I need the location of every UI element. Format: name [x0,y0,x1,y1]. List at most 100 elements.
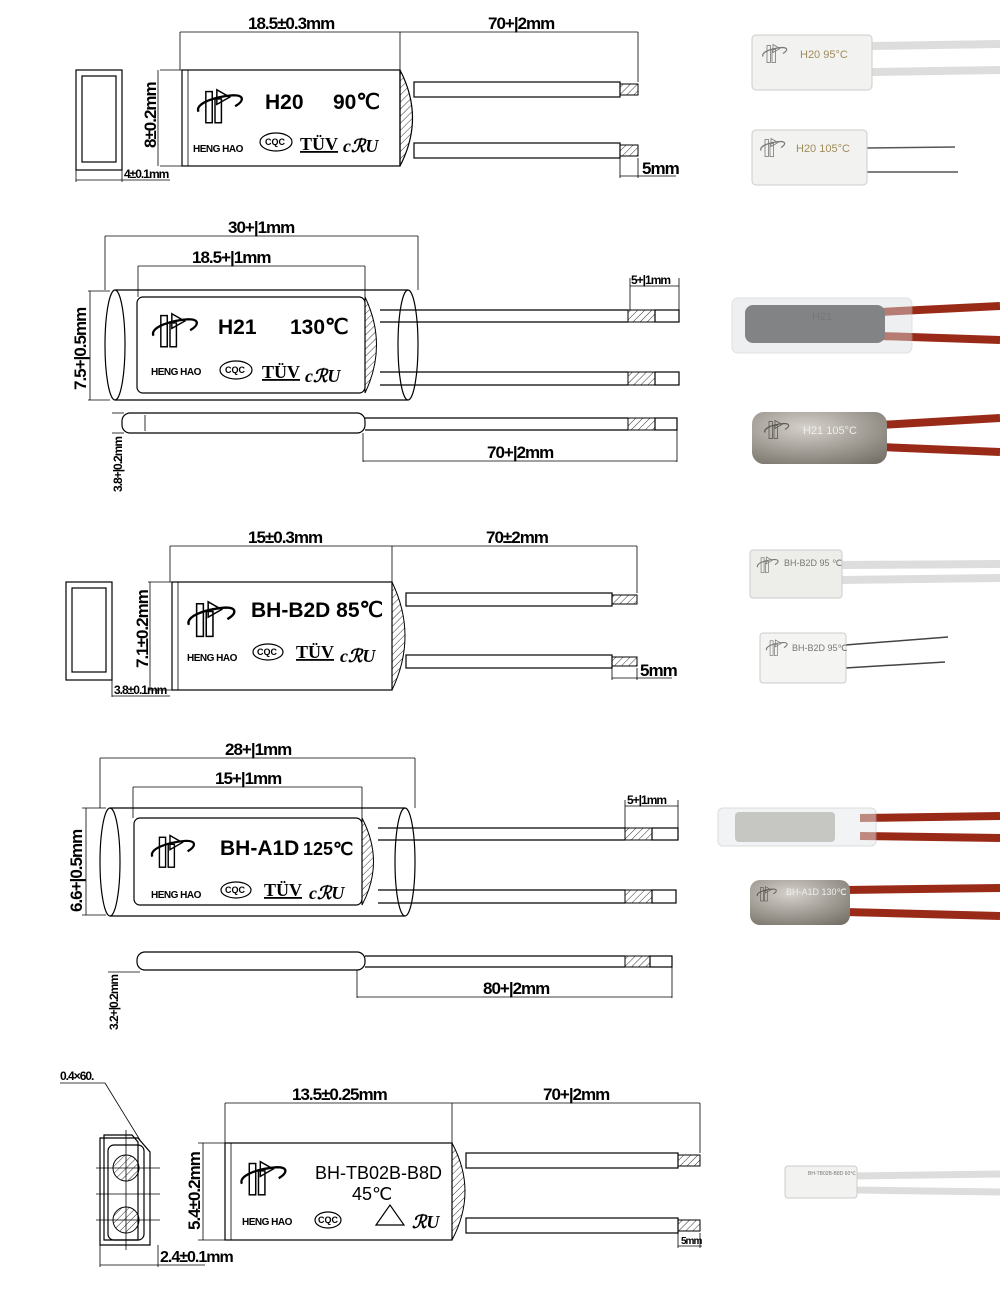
drawing-bh-b2d: 3.8±0.1mm 7.1±0.2mm 15±0.3mm 70±2mm HENG… [65,528,679,697]
thickness-label: 2.4±0.1mm [160,1249,233,1266]
thickness-label: 3.8+|0.2mm [111,437,125,492]
tuv-mark: TÜV [296,642,334,662]
lead-wires: 5mm [413,81,681,178]
terminal-length-label: 5+|1mm [631,273,670,287]
thermostat-body: HENG HAO BH-B2D 85℃ CQC TÜV cℛU [171,581,406,691]
heat-shrink-sleeve [99,807,416,917]
product-photo-h21-sleeved: H21 [731,297,1000,354]
model-label: H20 [265,91,304,114]
lead-wires: 5mm [465,1152,703,1248]
tuv-mark: TÜV [300,134,338,154]
temperature-label: 130℃ [290,316,349,339]
body-length-label: 15±0.3mm [248,528,323,547]
product-photo-h21-105: H21 105°C [752,412,1000,464]
cqc-mark-icon [252,643,284,661]
photo-label: H20 105°C [796,143,850,155]
brand-label: HENG HAO [151,890,202,901]
product-photo-h20-105: H20 105°C [751,129,958,186]
product-photo-bh-b2d-95: BH-B2D 95 ℃ [749,549,1000,599]
body-length-label: 18.5±0.3mm [248,14,335,33]
brand-label: HENG HAO [242,1217,293,1228]
lead-length-label: 70+|2mm [487,443,554,462]
strip-length-label: 5mm [640,661,678,680]
side-view: 80+|2mm 3.2+|0.2mm [107,951,673,1030]
photo-label: H21 [812,311,832,323]
strip-length-label: 5mm [681,1236,702,1247]
photo-label: H21 105°C [803,425,857,437]
tuv-mark: TÜV [262,362,300,382]
henghao-logo [196,88,243,124]
product-photo-bh-a1d-130: BH-A1D 130℃ [750,880,1000,925]
body-length-label: 18.5+|1mm [192,248,271,267]
height-label: 7.1±0.2mm [133,589,152,668]
cqc-mark-text: CQC [225,885,246,895]
henghao-logo [150,834,196,869]
model-label: BH-B2D 85℃ [251,599,383,622]
cqc-mark-text: CQC [257,647,278,657]
photo-label: BH-B2D 95℃ [792,643,848,653]
model-label: H21 [218,316,257,339]
lead-wires: 5+|1mm [380,273,680,386]
photo-label: BH-B2D 95 ℃ [784,558,842,568]
model-label: BH-TB02B-B8D [315,1163,442,1183]
photo-label: BH-TB02B-B8D 60℃ [808,1171,856,1177]
ur-mark: cℛU [309,883,345,903]
thickness-label: 3.2+|0.2mm [107,975,121,1030]
tuv-mark: TÜV [264,880,302,900]
cqc-mark-icon [219,360,253,380]
ur-mark: cℛU [343,136,379,156]
thickness-label: 4±0.1mm [124,167,169,181]
drawing-bh-tb02b-b8d: 0.4×60. 2.4±0.1mm 5.4±0.2mm 13.5±0.25mm … [60,1069,703,1267]
cqc-mark-icon [314,1211,342,1229]
vde-mark-icon [374,1203,406,1226]
lead-length-label: 70+|2mm [543,1085,610,1104]
cqc-mark-text: CQC [318,1215,339,1225]
height-label: 8±0.2mm [141,81,160,148]
height-label: 5.4±0.2mm [185,1151,204,1230]
product-photo-bh-b2d-95-thin: BH-B2D 95℃ [759,632,949,684]
lead-wires: 5mm [405,592,679,680]
model-label: BH-A1D [220,837,299,860]
height-label: 6.6+|0.5mm [67,829,86,912]
thermostat-body: HENG HAO BH-TB02B-B8D 45℃ CQC ℛU [224,1142,466,1241]
height-label: 7.5+|0.5mm [71,307,90,390]
lead-length-label: 80+|2mm [483,979,550,998]
henghao-logo [187,600,236,638]
side-view: 70+|2mm 3.8+|0.2mm [111,412,678,492]
temperature-label: 125℃ [303,839,353,859]
photo-label: BH-A1D 130℃ [786,887,847,897]
cqc-mark-text: CQC [225,365,246,375]
brand-label: HENG HAO [151,367,202,378]
ur-mark: ℛU [412,1212,440,1232]
end-view: 2.4±0.1mm [96,1130,234,1267]
ur-mark: cℛU [340,646,376,666]
lead-wires: 5+|1mm [378,793,679,904]
drawing-bh-a1d: 28+|1mm 15+|1mm 6.6+|0.5mm HENG HAO BH-A… [67,740,679,1030]
photo-label: H20 95°C [800,49,848,61]
henghao-logo [151,312,198,348]
product-photo-bh-a1d-sleeved [717,807,1000,847]
body-length-label: 13.5±0.25mm [292,1085,388,1104]
thermostat-body: HENG HAO H20 90℃ CQC TÜV cℛU [181,69,413,167]
product-photo-bh-tb02b: BH-TB02B-B8D 60℃ [784,1165,1000,1199]
body-length-label: 15+|1mm [215,769,282,788]
heat-shrink-sleeve [104,289,419,401]
product-photo-h20-95: H20 95°C [751,34,1000,91]
ur-mark: cℛU [305,366,341,386]
brand-label: HENG HAO [193,144,244,155]
temperature-label: 90℃ [333,91,380,114]
end-view: 4±0.1mm [75,69,170,182]
lead-length-label: 70+|2mm [488,14,555,33]
cqc-mark-icon [220,881,252,899]
henghao-logo [240,1160,287,1197]
sleeve-length-label: 30+|1mm [228,218,295,237]
temperature-label: 45℃ [352,1184,392,1204]
brand-label: HENG HAO [187,653,238,664]
end-view: 3.8±0.1mm [65,581,170,697]
sleeve-length-label: 28+|1mm [225,740,292,759]
drawing-h21: 30+|1mm 18.5+|1mm 7.5+|0.5mm HENG HAO H2… [71,218,680,492]
thickness-label: 3.8±0.1mm [114,683,167,697]
cqc-mark-icon [259,132,293,152]
chamfer-label: 0.4×60. [60,1069,94,1083]
